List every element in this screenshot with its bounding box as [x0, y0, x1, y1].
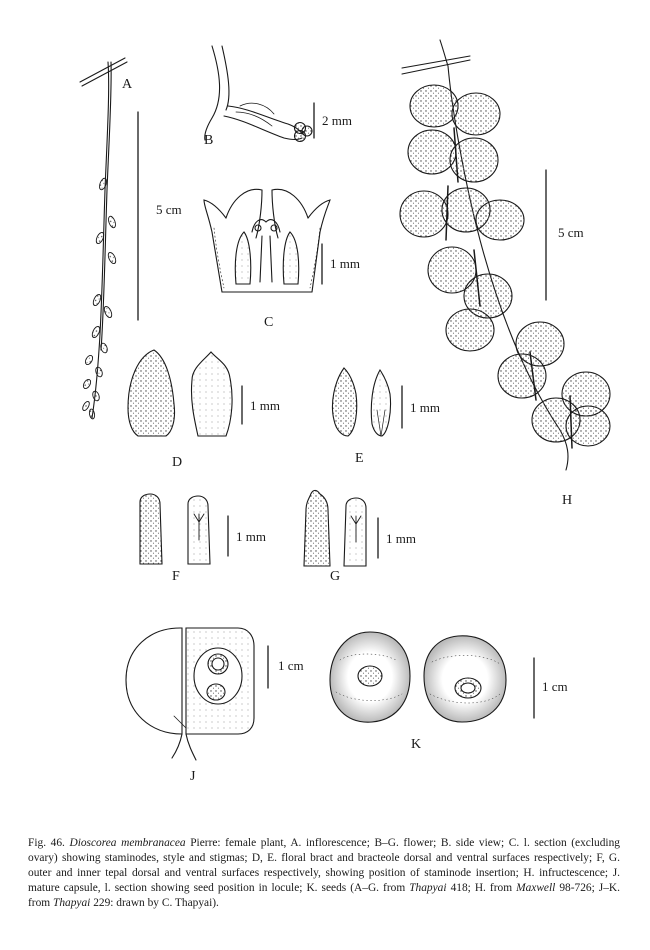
figure-j-capsule — [125, 627, 269, 761]
scale-e: 1 mm — [410, 400, 440, 415]
scale-d: 1 mm — [250, 398, 280, 413]
caption-text-3: 98-726; J–K. from — [28, 882, 620, 909]
label-a: A — [122, 77, 133, 92]
caption-collector-3: Thapyai — [53, 897, 91, 909]
scale-j: 1 cm — [278, 658, 304, 673]
figure-e-bracteole — [331, 367, 403, 437]
scale-c: 1 mm — [330, 256, 360, 271]
figure-c-flower-section — [203, 188, 331, 293]
label-c: C — [264, 315, 274, 330]
label-g: G — [330, 569, 341, 584]
caption-collector-2: Maxwell — [516, 882, 556, 894]
caption-species: Dioscorea membranacea — [69, 837, 186, 849]
botanical-plate: A B C D E F G H J K 5 cm 2 mm 1 mm 1 mm … — [79, 39, 611, 784]
label-f: F — [172, 569, 180, 584]
label-k: K — [411, 737, 422, 752]
scale-f: 1 mm — [236, 529, 266, 544]
label-e: E — [355, 451, 364, 466]
caption-text-2: 418; H. from — [446, 882, 517, 894]
figure-f-outer-tepal — [139, 493, 229, 565]
label-d: D — [172, 455, 183, 470]
label-b: B — [204, 133, 214, 148]
scale-a: 5 cm — [156, 202, 182, 217]
caption-text-4: 229: drawn by C. Thapyai). — [90, 897, 219, 909]
scale-b: 2 mm — [322, 113, 352, 128]
figure-h-infructescence — [399, 39, 611, 471]
figure-k-seeds — [329, 631, 535, 723]
figure-caption: Fig. 46. Dioscorea membranacea Pierre: f… — [28, 836, 620, 911]
scale-g: 1 mm — [386, 531, 416, 546]
figure-a-inflorescence — [79, 57, 139, 420]
figure-d-bract — [127, 349, 243, 437]
scale-h: 5 cm — [558, 225, 584, 240]
caption-text-1: Pierre: female plant, A. inflorescence; … — [28, 837, 620, 894]
caption-fig-number: Fig. 46. — [28, 837, 65, 849]
plate-drawing — [79, 39, 611, 761]
caption-collector-1: Thapyai — [409, 882, 447, 894]
figure-g-inner-tepal — [303, 489, 379, 567]
scale-k: 1 cm — [542, 679, 568, 694]
label-h: H — [562, 493, 573, 508]
label-j: J — [190, 769, 196, 784]
figure-b-flower-side — [204, 45, 315, 143]
